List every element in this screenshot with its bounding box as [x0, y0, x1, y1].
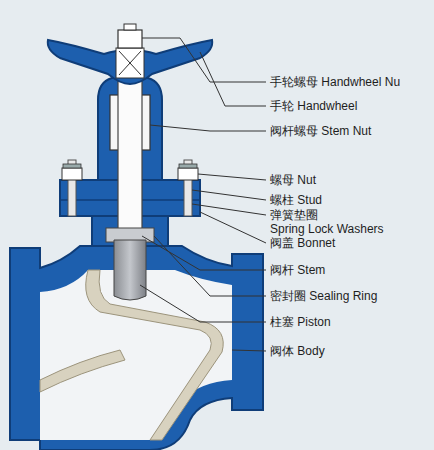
stud-right	[178, 160, 198, 216]
stem-tip	[124, 24, 136, 30]
seat-wall	[40, 350, 125, 392]
hub-mark	[119, 51, 141, 75]
leader-lines	[140, 38, 266, 351]
part-label: 密封圈 Sealing Ring	[270, 289, 377, 303]
stud-left	[62, 160, 82, 216]
part-label: 螺柱 Stud	[270, 193, 322, 207]
part-label: 阀体 Body	[270, 344, 325, 358]
part-label: 手轮 Handwheel	[270, 99, 357, 113]
part-label: 阀盖 Bonnet	[270, 236, 335, 250]
hub-mark	[119, 51, 141, 75]
part-label: 手轮螺母 Handwheel Nu	[270, 75, 400, 89]
part-label: 弹簧垫圈	[270, 208, 318, 222]
part-label: 阀杆螺母 Stem Nut	[270, 124, 371, 138]
part-label: 柱塞 Piston	[270, 315, 331, 329]
handwheel-hub	[116, 48, 144, 78]
part-label: 阀杆 Stem	[270, 263, 325, 277]
part-label: 螺母 Nut	[270, 173, 316, 187]
handwheel-nut	[118, 30, 142, 48]
piston	[114, 240, 146, 300]
part-label: Spring Lock Washers	[270, 222, 384, 236]
